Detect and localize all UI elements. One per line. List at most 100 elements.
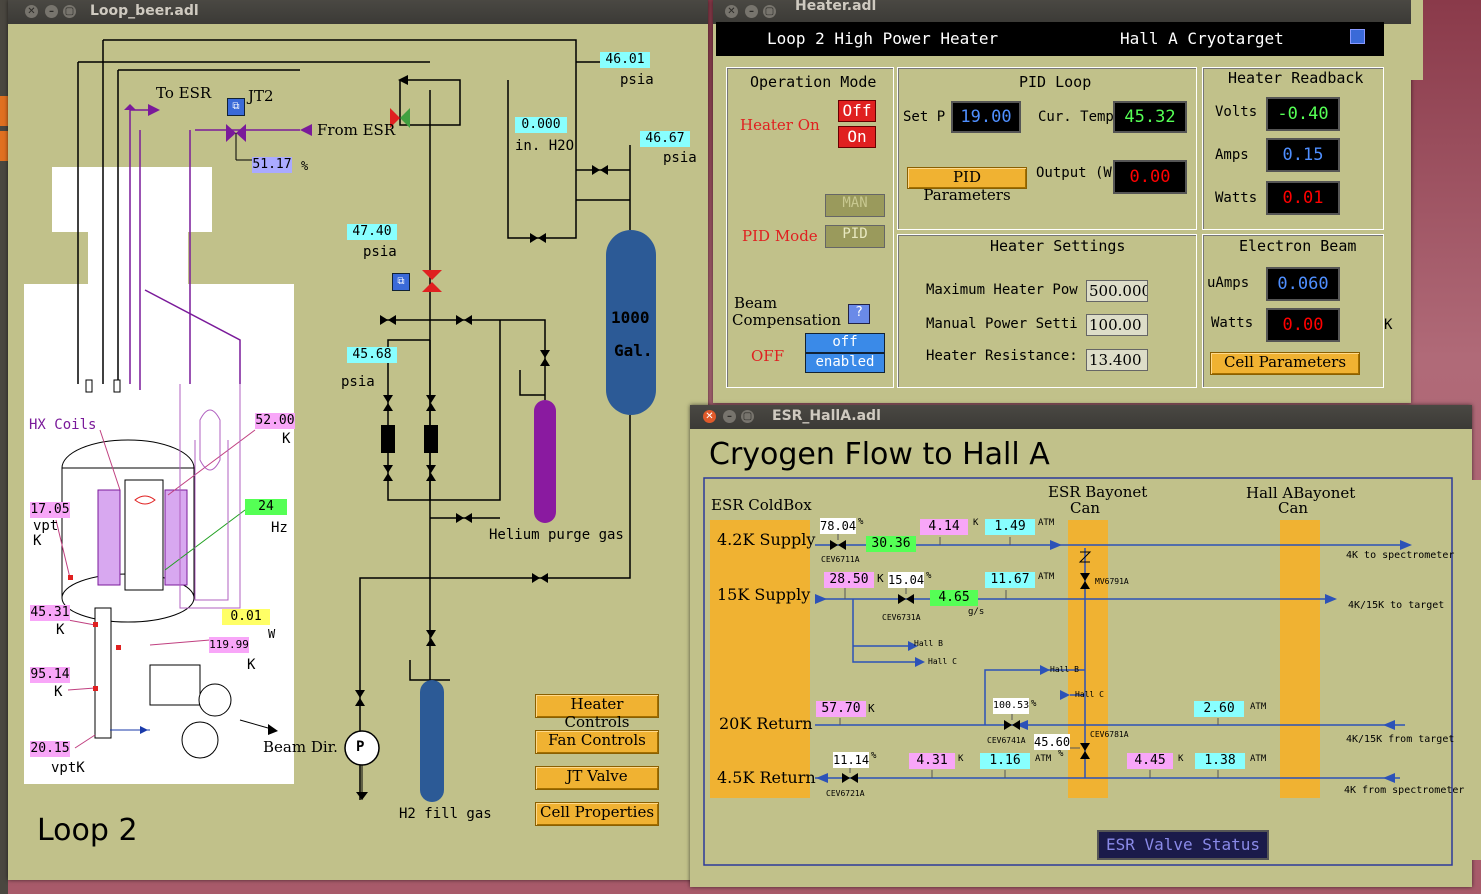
cell-properties-button[interactable]: Cell Properties [535,802,659,826]
h2o-unit: in. H2O [515,138,575,154]
temp-414: 4.14 [920,519,968,535]
cev6741-tag: CEV6741A [987,736,1026,745]
man-button[interactable]: MAN [825,194,885,217]
temp-431: 4.31 [909,753,955,769]
temp-2850-unit: K [877,572,884,585]
loop-label: Loop 2 [37,813,138,848]
top-psia-unit: psia [620,72,654,88]
beam-comp-off-option[interactable]: off [805,333,885,353]
output-display: 0.00 [1113,160,1187,194]
esr-valve-status-button[interactable]: ESR Valve Status [1097,830,1269,860]
pid-button[interactable]: PID [825,225,885,248]
hall-c-label-2: Hall C [1075,690,1104,699]
h2-fill-label: H2 fill gas [399,806,492,822]
fan-controls-button[interactable]: Fan Controls [535,730,659,754]
jt2-label: JT2 [248,87,274,105]
volts-label: Volts [1215,104,1258,120]
uamps-display: 0.060 [1266,267,1340,301]
watts-display: 0.01 [1266,181,1340,215]
right-psia-value: 46.67 [640,131,690,147]
resistance-input[interactable]: 13.400 [1086,349,1148,371]
esr-window-titlebar[interactable]: ✕ – ▢ ESR_HallA.adl [690,405,1472,429]
window-title: Loop_beer.adl [90,3,199,19]
desktop-launcher-icon[interactable] [0,96,8,126]
jt2-control-icon[interactable]: ⧉ [227,98,245,116]
close-icon[interactable]: ✕ [725,5,738,18]
cell-parameters-button[interactable]: Cell Parameters [1210,352,1360,375]
heater-header-left: Loop 2 High Power Heater [767,29,999,48]
window-title: Heater.adl [795,0,877,14]
amps-label: Amps [1215,147,1249,163]
maximize-icon[interactable]: ▢ [741,410,754,423]
jt-valve-button[interactable]: JT Valve [535,766,659,790]
cev6781-tag: CEV6781A [1090,730,1129,739]
to-spectrometer-label: 4K to spectrometer [1346,550,1455,561]
esr-flow-diagram [703,477,1453,866]
cev6781-unit: % [1058,749,1064,759]
line-20k-return: 20K Return [719,714,813,733]
t11999-value: 119.99 [209,637,249,653]
vpt-top-label: vpt [33,518,59,534]
maximize-icon[interactable]: ▢ [63,5,76,18]
watts-label: Watts [1215,190,1258,206]
heater-window-titlebar[interactable]: ✕ – ▢ Heater.adl [713,0,1411,24]
pid-parameters-button[interactable]: PID Parameters [907,167,1027,204]
manual-power-input[interactable]: 100.00 [1086,314,1148,336]
mid-psia-unit: psia [363,244,397,260]
flow-3036: 30.36 [866,536,916,552]
help-button[interactable]: ? [848,304,870,324]
operation-mode-panel [726,67,894,388]
press-116: 1.16 [980,753,1030,769]
press-1167-unit: ATM [1038,572,1055,582]
set-point-display: 19.00 [951,101,1021,133]
heater-on-label: Heater On [740,116,820,134]
heater-settings-panel [897,234,1197,388]
minimize-icon[interactable]: – [723,410,736,423]
pump-symbol: P [356,739,365,755]
max-power-input[interactable]: 500.000 [1086,280,1148,302]
heater-off-button[interactable]: Off [838,100,876,122]
cev6711-tag: CEV6711A [821,555,860,564]
press-138: 1.38 [1195,753,1245,769]
line-15k-supply: 15K Supply [717,585,811,604]
maximize-icon[interactable]: ▢ [763,5,776,18]
desktop-launcher-icon[interactable] [0,131,8,161]
esr-bayonet-label-2: Can [1070,499,1101,517]
press-149: 1.49 [985,519,1035,535]
minimize-icon[interactable]: – [45,5,58,18]
vpt-top-unit: K [33,533,42,549]
heater-menu-icon[interactable] [1350,29,1365,44]
hall-b-label-2: Hall B [1050,665,1079,674]
t52-unit: K [282,431,291,447]
pid-loop-panel [897,67,1197,230]
helium-purge-label: Helium purge gas [489,527,624,543]
loop-schematic [24,39,656,802]
close-icon[interactable]: ✕ [25,5,38,18]
heater-controls-button[interactable]: Heater Controls [535,694,659,731]
valve-control-icon[interactable]: ⧉ [392,273,410,291]
loop-window-titlebar[interactable]: ✕ – ▢ Loop_beer.adl [8,0,708,24]
manual-power-label: Manual Power Setti [926,316,1078,332]
close-icon[interactable]: ✕ [703,410,716,423]
cev6721-unit: % [871,751,877,761]
t9514-unit: K [54,684,63,700]
t4531-unit: K [56,622,65,638]
jt2-value: 51.17 [252,157,292,173]
beam-comp-state: OFF [751,347,785,365]
to-esr-label: To ESR [156,84,212,102]
uamps-label: uAmps [1207,275,1250,291]
cev6721-tag: CEV6721A [826,789,865,798]
temp-5770: 57.70 [816,701,866,717]
mid-psia-value: 47.40 [347,224,397,240]
minimize-icon[interactable]: – [745,5,758,18]
pid-loop-title: PID Loop [1019,73,1092,91]
hall-c-label-1: Hall C [928,657,957,666]
electron-beam-panel [1202,234,1384,388]
set-point-label: Set P [903,109,946,125]
hx-coils-label: HX Coils [29,417,97,433]
cev6731-unit: % [926,571,932,581]
cev6741-unit: % [1031,699,1037,709]
heater-readback-panel [1202,67,1384,230]
heater-on-button[interactable]: On [838,126,876,148]
beam-comp-enabled-option[interactable]: enabled [805,353,885,373]
